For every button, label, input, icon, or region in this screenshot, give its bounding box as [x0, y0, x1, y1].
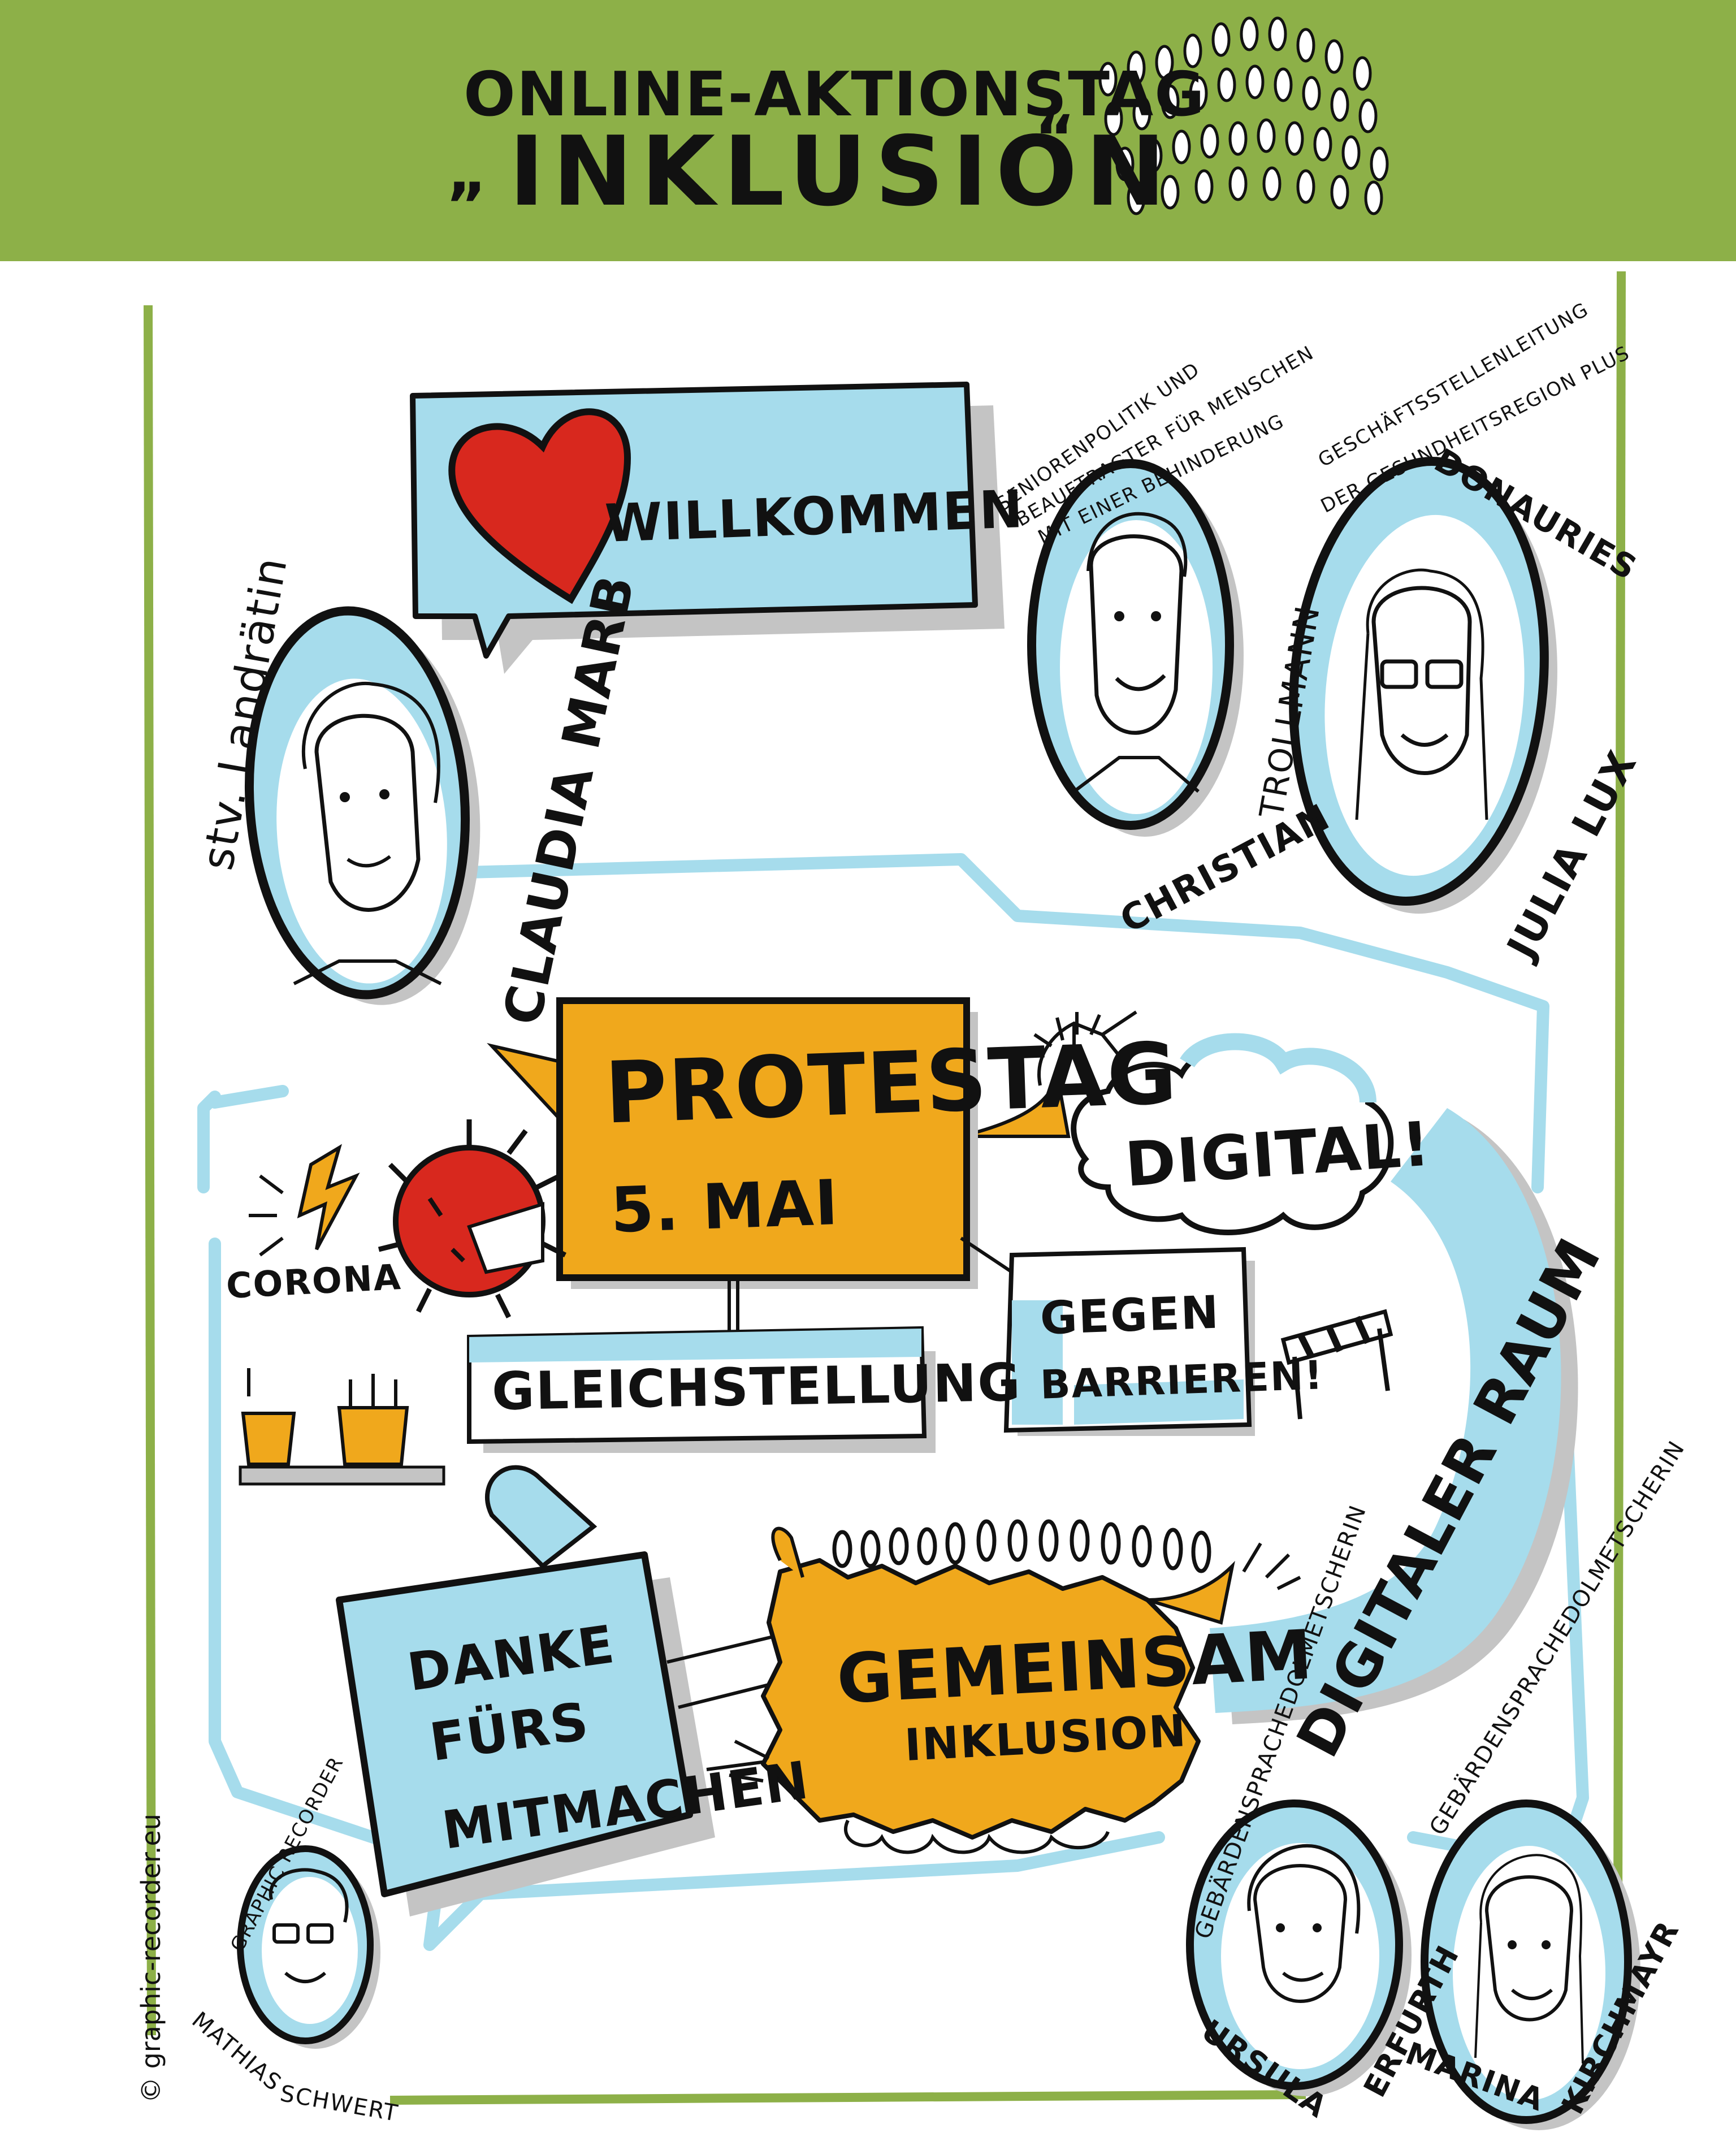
digitaler-raum-arc	[1210, 1108, 1578, 1724]
gleichstellung-box	[467, 1326, 936, 1453]
portrait-claudia	[244, 606, 480, 1005]
gegen-barrieren-box	[1003, 1247, 1393, 1436]
heart-icon	[448, 408, 631, 604]
header-title-line2: INKLUSION	[509, 116, 1174, 228]
header-quote-open: „	[447, 136, 489, 208]
barrier-icon	[1280, 1309, 1393, 1420]
danke-sign	[336, 1465, 815, 1917]
header-quote-close: “	[1034, 102, 1077, 174]
gegen-label: GEGEN	[1039, 1286, 1221, 1345]
gemeinsam-burst	[729, 1519, 1301, 1854]
candles-icon	[239, 1368, 445, 1486]
protest-box	[487, 997, 1137, 1289]
portrait-christian	[1027, 459, 1244, 837]
frame-bottom-line	[389, 2090, 1306, 2105]
protest-date: 5. MAI	[609, 1166, 841, 1247]
corona-virus-icon	[378, 1119, 567, 1319]
lightning-icon	[249, 1144, 360, 1257]
gleichstellung-label: GLEICHSTELLUNG	[491, 1352, 1022, 1422]
portrait-julia	[1289, 457, 1557, 914]
credit-text: © graphic-recorder.eu	[136, 1814, 166, 2103]
header-banner	[0, 0, 1736, 261]
digital-cloud	[1071, 1033, 1394, 1235]
portrait-mathias	[237, 1845, 380, 2049]
barrieren-label: BARRIEREN!	[1039, 1352, 1324, 1408]
frame-left-line	[144, 305, 156, 2036]
portrait-ursula	[1186, 1799, 1412, 2096]
frame-right-line	[1613, 271, 1626, 1923]
portrait-marina	[1421, 1799, 1640, 2130]
welcome-box	[410, 382, 1005, 674]
header-title-line1: ONLINE-AKTIONSTAG	[464, 59, 1206, 130]
protest-title: PROTESTAG	[603, 1024, 1180, 1143]
people-crowd-icon	[1098, 16, 1389, 215]
people-row-icon	[832, 1519, 1211, 1573]
